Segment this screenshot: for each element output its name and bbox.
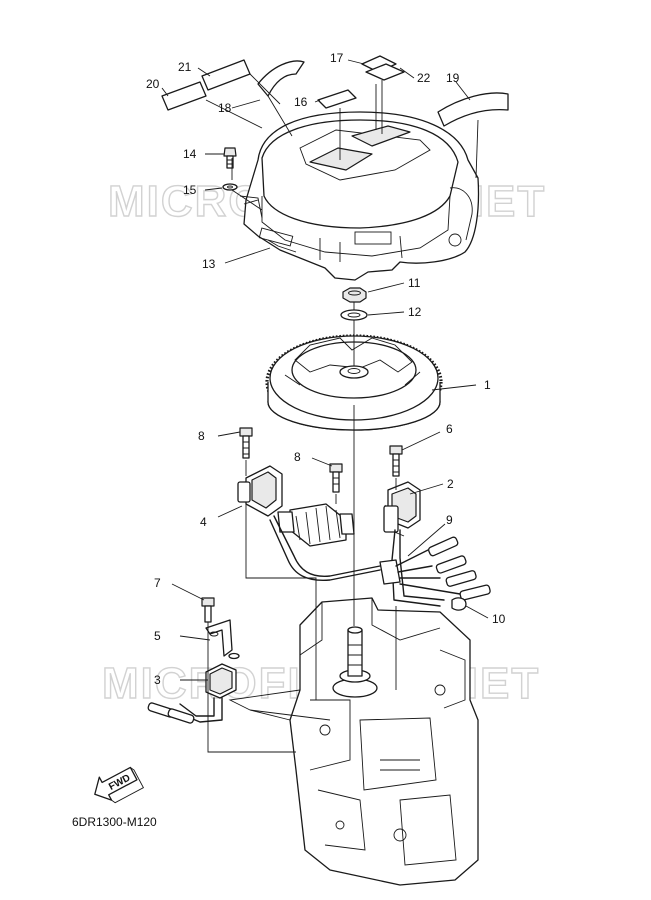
coil-screw-left	[239, 427, 253, 459]
callout-22: 22	[417, 71, 431, 85]
flywheel-cover	[239, 111, 480, 281]
callout-13: 13	[202, 257, 216, 271]
callout-11: 11	[408, 276, 421, 290]
callout-17: 17	[330, 51, 344, 65]
engine-block	[228, 597, 479, 886]
callout-9: 9	[446, 513, 453, 527]
cover-washer	[222, 183, 238, 191]
wire-harness	[269, 515, 491, 607]
callout-16: 16	[294, 95, 308, 109]
coil-screw-right	[329, 463, 343, 493]
callout-12: 12	[408, 305, 422, 319]
callout-1: 1	[484, 378, 491, 392]
fwd-label: FWD	[107, 773, 132, 793]
callout-14: 14	[183, 147, 197, 161]
callout-18: 18	[218, 101, 232, 115]
callout-leaders	[161, 59, 489, 681]
callout-8b: 8	[294, 450, 301, 464]
callout-8a: 8	[198, 429, 205, 443]
cover-bolt	[223, 147, 237, 169]
bullet-connectors	[427, 536, 491, 601]
regulator-bracket	[205, 619, 240, 660]
decal-set	[161, 55, 509, 179]
forward-direction-arrow: FWD	[94, 766, 145, 804]
drawing-code: 6DR1300-M120	[72, 815, 157, 829]
wire-clamp	[451, 597, 467, 611]
callout-7: 7	[154, 576, 161, 590]
callout-19: 19	[446, 71, 460, 85]
charge-coil	[237, 465, 355, 547]
callout-10: 10	[492, 612, 506, 626]
assembly-guide-lines	[207, 158, 397, 753]
pulser-coil	[383, 481, 421, 537]
callout-20: 20	[146, 77, 160, 91]
pulser-screw	[389, 445, 403, 477]
regulator-unit	[147, 663, 237, 724]
callout-6: 6	[446, 422, 453, 436]
regulator-bolt	[201, 597, 215, 623]
callout-15: 15	[183, 183, 197, 197]
flywheel-washer	[340, 309, 368, 321]
flywheel-magneto	[265, 334, 443, 431]
callout-3: 3	[154, 673, 161, 687]
callout-2: 2	[447, 477, 454, 491]
callout-numbers: 1 2 3 4 5 6 7 8 8 9 10 11 12 13 14 15 16…	[146, 51, 506, 687]
callout-4: 4	[200, 515, 207, 529]
callout-21: 21	[178, 60, 192, 74]
flywheel-nut	[342, 287, 367, 303]
callout-5: 5	[154, 629, 161, 643]
